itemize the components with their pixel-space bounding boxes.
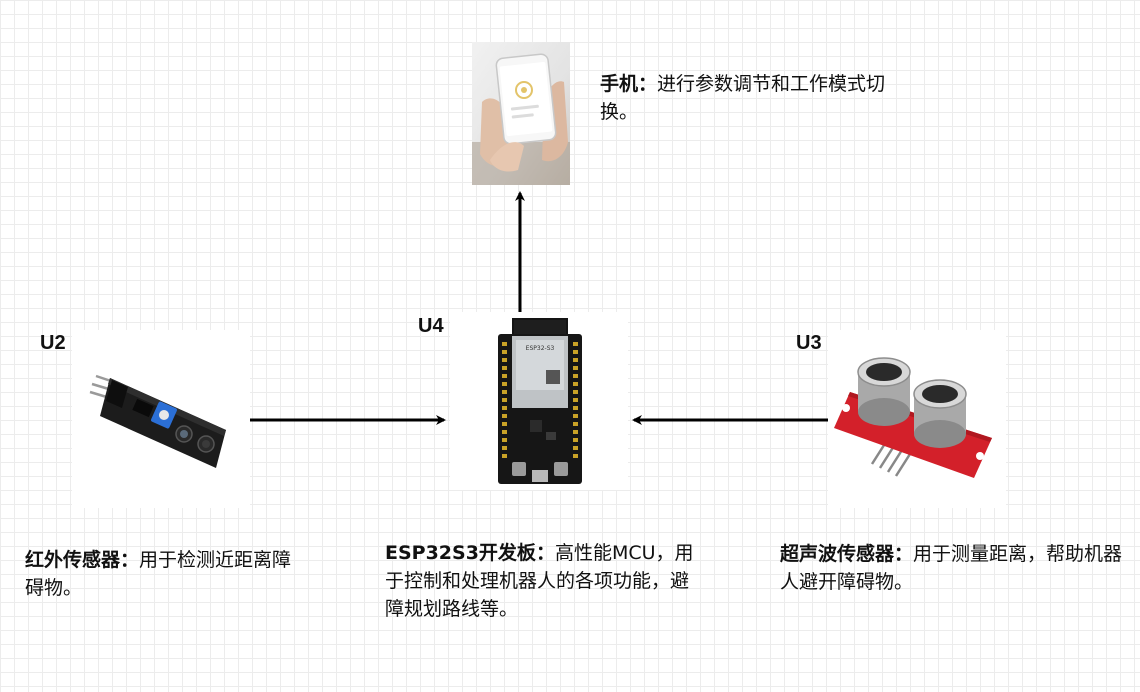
u2-title-sep: ：	[120, 549, 140, 571]
u2-label: U2	[40, 332, 66, 354]
u3-desc-text: 用于测量距离，帮助机器人避开障碍物。	[780, 543, 1123, 593]
ultrasonic-sensor-image	[828, 330, 1006, 508]
phone-description: 手机：进行参数调节和工作模式切换。	[600, 70, 890, 126]
u3-description: 超声波传感器：用于测量距离，帮助机器人避开障碍物。	[780, 540, 1130, 596]
u2-title: 红外传感器	[25, 549, 121, 571]
phone-title-sep: ：	[638, 73, 658, 95]
u2-description: 红外传感器：用于检测近距离障碍物。	[25, 546, 295, 602]
u3-label: U3	[796, 332, 822, 354]
u4-label: U4	[418, 315, 444, 337]
phone-desc-text: 进行参数调节和工作模式切换。	[600, 73, 886, 123]
phone-image	[472, 42, 570, 185]
u3-title: 超声波传感器	[780, 543, 895, 565]
u3-title-sep: ：	[894, 543, 914, 565]
chip-label: ESP32-S3	[526, 345, 555, 352]
ir-sensor-image	[72, 330, 250, 508]
u2-desc-text: 用于检测近距离障碍物。	[25, 549, 292, 599]
phone-title: 手机	[600, 73, 639, 95]
u4-title: ESP32S3开发板	[385, 542, 536, 564]
esp32-board-image: ESP32-S3	[450, 312, 628, 490]
u4-title-sep: ：	[535, 542, 555, 564]
u4-desc-text: 高性能MCU，用于控制和处理机器人的各项功能，避障规划路线等。	[385, 542, 694, 620]
u4-description: ESP32S3开发板：高性能MCU，用于控制和处理机器人的各项功能，避障规划路线…	[385, 539, 705, 623]
